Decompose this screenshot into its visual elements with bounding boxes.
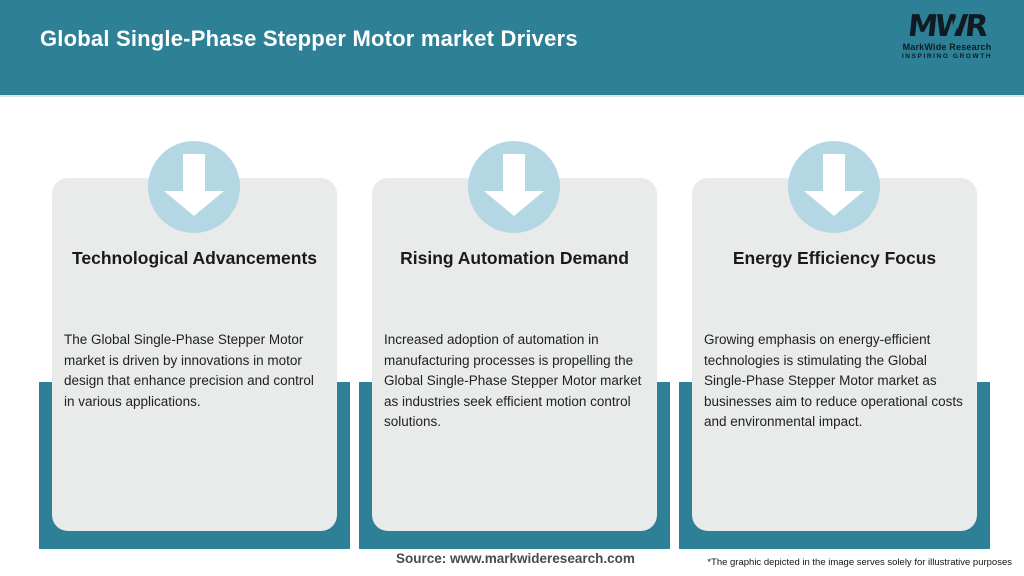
card-title: Rising Automation Demand xyxy=(400,248,629,268)
down-arrow-icon xyxy=(468,141,560,233)
card-panel xyxy=(372,178,657,531)
down-arrow-icon xyxy=(148,141,240,233)
disclaimer-text: *The graphic depicted in the image serve… xyxy=(707,557,1012,568)
card-body-text: The Global Single-Phase Stepper Motor ma… xyxy=(64,332,314,409)
source-text: Source: www.markwideresearch.com xyxy=(396,551,635,566)
down-arrow-glyph xyxy=(484,154,544,216)
markwide-research-logo: MWR MarkWide Research INSPIRING GROWTH xyxy=(892,9,1002,61)
driver-card-technological-advancements: Technological Advancements The Global Si… xyxy=(39,0,350,576)
down-arrow-glyph xyxy=(164,154,224,216)
header-bar: Global Single-Phase Stepper Motor market… xyxy=(0,0,1024,97)
down-arrow-glyph xyxy=(804,154,864,216)
card-title: Technological Advancements xyxy=(71,248,318,268)
card-body-text: Growing emphasis on energy-efficient tec… xyxy=(704,332,963,429)
card-title: Energy Efficiency Focus xyxy=(732,248,937,268)
card-body-text: Increased adoption of automation in manu… xyxy=(384,332,642,429)
logo-tagline: INSPIRING GROWTH xyxy=(901,53,993,60)
driver-card-rising-automation-demand: Rising Automation Demand Increased adopt… xyxy=(359,0,670,576)
down-arrow-icon xyxy=(788,141,880,233)
card-panel xyxy=(692,178,977,531)
page-title: Global Single-Phase Stepper Motor market… xyxy=(40,26,578,51)
driver-card-energy-efficiency-focus: Energy Efficiency Focus Growing emphasis… xyxy=(679,0,990,576)
logo-company-name: MarkWide Research xyxy=(902,42,992,52)
card-panel xyxy=(52,178,337,531)
